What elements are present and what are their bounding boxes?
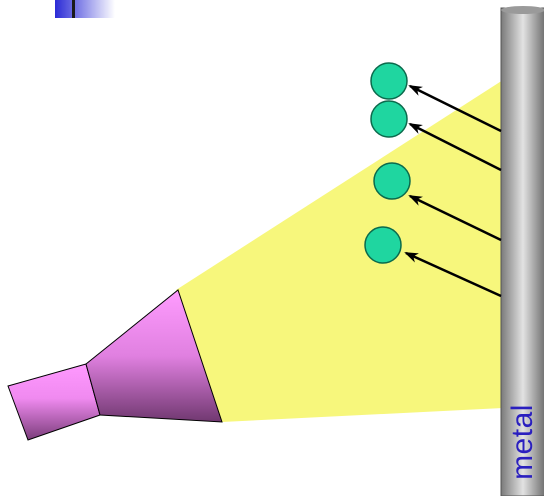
metal-label: metal (501, 396, 544, 488)
electron-icon (364, 226, 402, 264)
arrow-icon (408, 122, 502, 172)
electron-icon (373, 162, 411, 200)
corner-accent (55, 0, 115, 18)
electron-icon (370, 62, 408, 100)
arrow-icon (408, 194, 502, 242)
arrow-icon (404, 251, 502, 298)
light-beam (176, 80, 503, 422)
metal-label-text: metal (506, 404, 540, 480)
electron-icon (370, 100, 408, 138)
arrow-icon (408, 84, 502, 133)
metal-plate-icon (500, 6, 544, 496)
arrows (404, 84, 502, 298)
electrons (364, 62, 411, 264)
lamp-icon (7, 289, 223, 441)
